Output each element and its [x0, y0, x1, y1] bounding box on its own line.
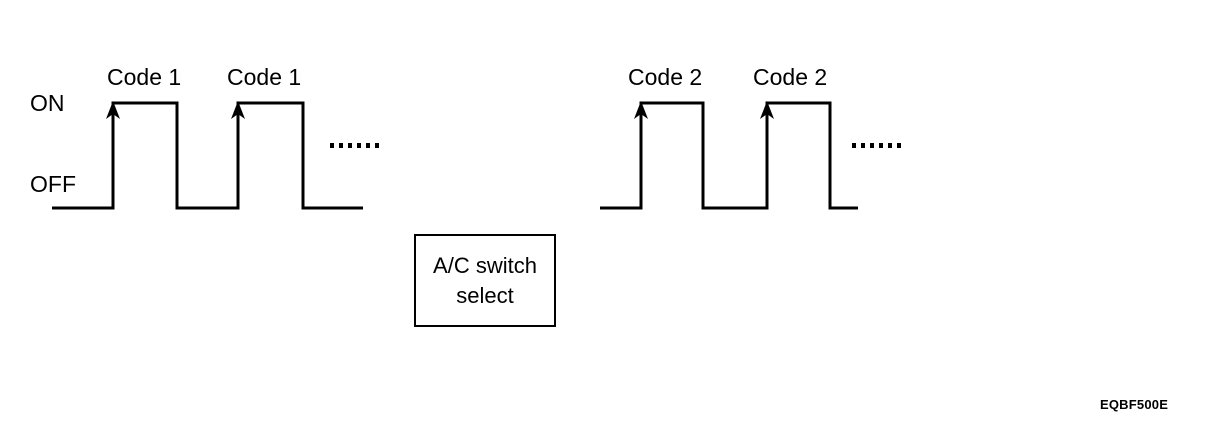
ellipsis-dot	[330, 143, 334, 148]
ellipsis-dot	[870, 143, 874, 148]
code-1-signal-trace	[52, 101, 363, 210]
ellipsis-dot	[888, 143, 892, 148]
off-level-label: OFF	[30, 171, 76, 197]
code-2-signal-trace	[600, 101, 858, 210]
code-2-trigger-arrow-2	[760, 101, 774, 133]
code-2-waveform	[600, 101, 858, 210]
ellipsis-dot	[339, 143, 343, 148]
code-2-continuation-ellipsis	[852, 143, 901, 148]
code-1-waveform	[52, 101, 363, 210]
ac-switch-select-box: A/C switch select	[414, 234, 556, 327]
code-2-pulse-label-2: Code 2	[753, 64, 828, 90]
code-1-continuation-ellipsis	[330, 143, 379, 148]
ellipsis-dot	[852, 143, 856, 148]
on-level-label: ON	[30, 90, 65, 116]
ellipsis-dot	[879, 143, 883, 148]
ac-switch-select-line-1: A/C switch	[433, 253, 537, 279]
code-1-pulse-label-2: Code 1	[227, 64, 302, 90]
ellipsis-dot	[348, 143, 352, 148]
ac-switch-select-line-2: select	[456, 282, 514, 308]
code-1-trigger-arrow-2	[231, 101, 245, 133]
code-2-trigger-arrow-1	[634, 101, 648, 133]
ellipsis-dot	[357, 143, 361, 148]
ellipsis-dot	[861, 143, 865, 148]
code-2-pulse-label-1: Code 2	[628, 64, 703, 90]
ac-switch-select-label: A/C switch select	[433, 251, 537, 309]
code-1-trigger-arrow-1	[106, 101, 120, 133]
code-1-pulse-label-1: Code 1	[107, 64, 182, 90]
ellipsis-dot	[897, 143, 901, 148]
ellipsis-dot	[366, 143, 370, 148]
ellipsis-dot	[375, 143, 379, 148]
figure-id-label: EQBF500E	[1100, 397, 1169, 412]
